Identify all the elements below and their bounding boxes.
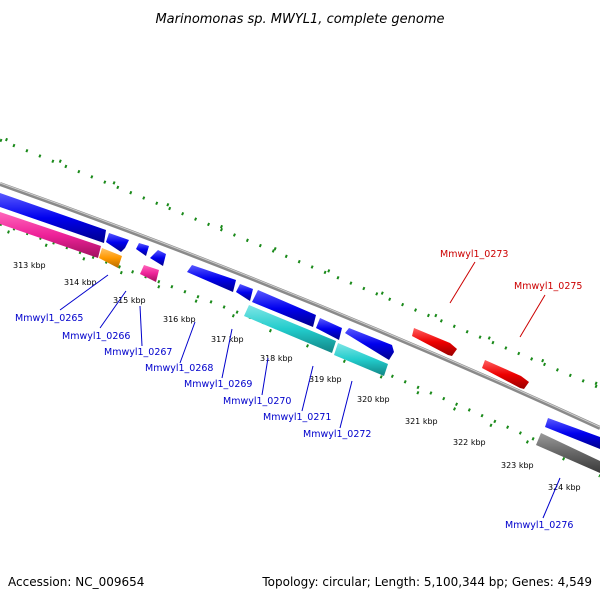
tick-label-318: 318 kbp bbox=[260, 354, 293, 363]
gene-label-0269[interactable]: Mmwyl1_0269 bbox=[184, 379, 252, 390]
topology-summary: Topology: circular; Length: 5,100,344 bp… bbox=[261, 575, 592, 589]
cds-reverse-blue-3[interactable] bbox=[136, 243, 149, 256]
tick-label-317: 317 kbp bbox=[211, 335, 244, 344]
gene-label-0267[interactable]: Mmwyl1_0267 bbox=[104, 347, 172, 358]
leader-line-0267 bbox=[139, 305, 143, 347]
cds-reverse-blue-1[interactable] bbox=[0, 193, 106, 243]
genome-backbone bbox=[0, 182, 600, 430]
leader-line-0272 bbox=[339, 380, 353, 429]
leader-line-0265 bbox=[59, 274, 109, 311]
cds-reverse-blue-10[interactable] bbox=[545, 418, 600, 449]
leader-line-0271 bbox=[301, 365, 314, 412]
cds-reverse-blue-5[interactable] bbox=[187, 265, 236, 292]
tick-label-315: 315 kbp bbox=[113, 296, 146, 305]
tick-label-321: 321 kbp bbox=[405, 417, 438, 426]
leader-line-0273 bbox=[449, 261, 476, 304]
leader-line-0276 bbox=[542, 477, 561, 519]
inner-gc-ticks bbox=[0, 227, 600, 478]
tick-label-316: 316 kbp bbox=[163, 315, 196, 324]
gene-label-0273[interactable]: Mmwyl1_0273 bbox=[440, 249, 508, 260]
leader-line-0269 bbox=[221, 328, 233, 379]
genome-backbone-highlight bbox=[0, 182, 600, 428]
map-title: Marinomonas sp. MWYL1, complete genome bbox=[155, 12, 444, 27]
cds-reverse-pink-1[interactable] bbox=[0, 212, 101, 258]
cds-forward-red-2[interactable] bbox=[482, 360, 529, 389]
accession-text: Accession: NC_009654 bbox=[8, 575, 144, 589]
gene-label-0275[interactable]: Mmwyl1_0275 bbox=[514, 281, 582, 292]
gene-label-0276[interactable]: Mmwyl1_0276 bbox=[505, 520, 573, 531]
gene-label-0271[interactable]: Mmwyl1_0271 bbox=[263, 412, 331, 423]
tick-label-320: 320 kbp bbox=[357, 395, 390, 404]
cds-reverse-blue-8[interactable] bbox=[316, 318, 342, 340]
cds-reverse-grey-1[interactable] bbox=[536, 433, 600, 473]
cds-reverse-blue-2[interactable] bbox=[106, 233, 129, 252]
tick-label-323: 323 kbp bbox=[501, 461, 534, 470]
gene-label-0272[interactable]: Mmwyl1_0272 bbox=[303, 429, 371, 440]
cds-reverse-blue-6[interactable] bbox=[236, 284, 253, 301]
cds-reverse-pink-2[interactable] bbox=[140, 265, 159, 282]
leader-line-0275 bbox=[519, 294, 546, 338]
cds-forward-red-1[interactable] bbox=[412, 328, 457, 356]
leader-line-0266 bbox=[99, 290, 127, 329]
cds-reverse-blue-9[interactable] bbox=[345, 328, 394, 360]
tick-label-324: 324 kbp bbox=[548, 483, 581, 492]
gene-label-0265[interactable]: Mmwyl1_0265 bbox=[15, 313, 83, 324]
cds-reverse-cyan-2[interactable] bbox=[334, 343, 388, 376]
leader-line-0268 bbox=[179, 321, 196, 364]
tick-label-314: 314 kbp bbox=[64, 278, 97, 287]
gene-label-0266[interactable]: Mmwyl1_0266 bbox=[62, 331, 130, 342]
cds-reverse-blue-7[interactable] bbox=[252, 290, 316, 327]
cds-reverse-orange-1[interactable] bbox=[99, 248, 122, 268]
gene-label-0270[interactable]: Mmwyl1_0270 bbox=[223, 396, 291, 407]
leader-line-0270 bbox=[261, 357, 269, 396]
cds-reverse-cyan-1[interactable] bbox=[244, 305, 336, 353]
tick-label-319: 319 kbp bbox=[309, 375, 342, 384]
tick-label-322: 322 kbp bbox=[453, 438, 486, 447]
tick-label-313: 313 kbp bbox=[13, 261, 46, 270]
cds-reverse-blue-4[interactable] bbox=[150, 250, 166, 266]
outer-gc-track bbox=[0, 138, 600, 390]
gene-label-0268[interactable]: Mmwyl1_0268 bbox=[145, 363, 213, 374]
